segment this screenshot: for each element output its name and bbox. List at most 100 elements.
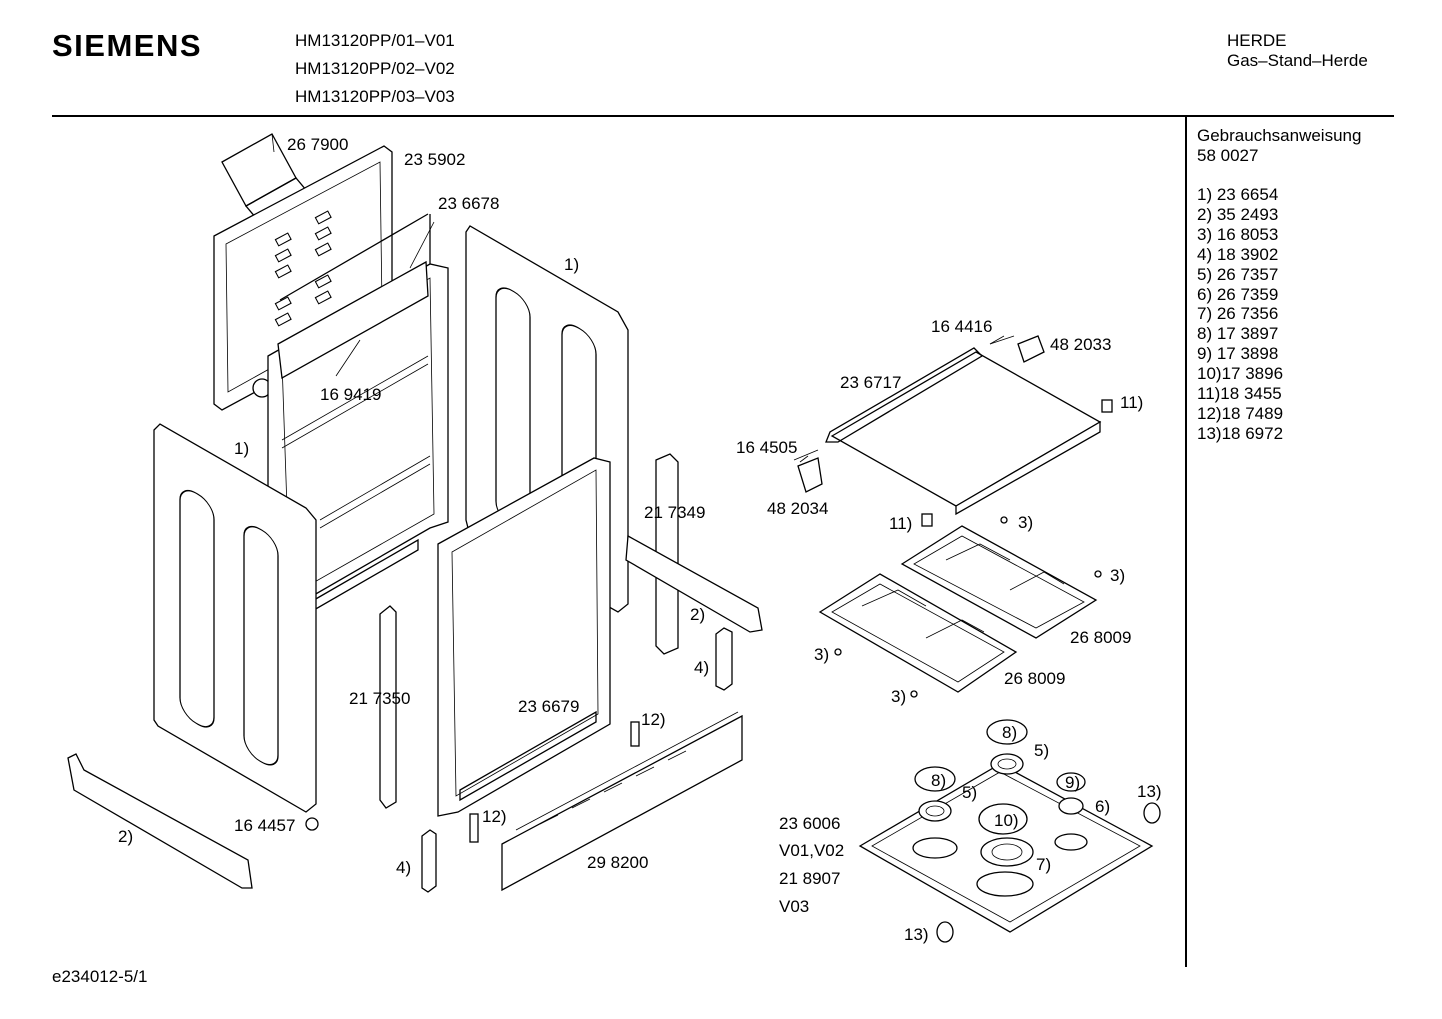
callout-label: 6) (1095, 797, 1110, 816)
callout-label: 11) (1120, 393, 1143, 412)
callout-label: 23 6717 (840, 373, 901, 392)
hinge-right-part (989, 335, 1045, 363)
manual-number: 58 0027 (1197, 146, 1259, 165)
brand-logo: SIEMENS (52, 28, 203, 63)
callout-label: 21 7350 (349, 689, 410, 708)
parts-list-item: 10)17 3896 (1197, 364, 1284, 384)
callout-label: 13) (1137, 782, 1162, 801)
vent-cover-part (221, 133, 308, 219)
callout-label: 4) (694, 658, 709, 677)
leader-lines (335, 221, 1005, 463)
callout-label: 48 2033 (1050, 335, 1111, 354)
parts-list-item: 6) 26 7359 (1197, 284, 1279, 304)
parts-list-item: 1) 23 6654 (1197, 185, 1279, 204)
left-side-panel-part (153, 423, 317, 813)
hinge-left-part (793, 449, 823, 493)
parts-list-item: 2) 35 2493 (1197, 204, 1279, 224)
callout-label: V01,V02 (779, 841, 844, 860)
callout-label: 16 9419 (320, 385, 381, 404)
parts-list-item: 7) 26 7356 (1197, 304, 1279, 324)
pan-support-front-part (818, 573, 1018, 693)
bracket-bottom-part (421, 829, 437, 893)
grommet-part (1094, 570, 1102, 578)
model-number-2: HM13120PP/02–V02 (295, 59, 455, 78)
ring-part (1143, 802, 1161, 824)
callout-label: 12) (641, 710, 666, 729)
callout-label: 4) (396, 858, 411, 877)
callout-label: 26 8009 (1070, 628, 1131, 647)
grommet-part (834, 648, 842, 656)
callout-label: 12) (482, 807, 507, 826)
parts-list: 1) 23 6654 2) 35 2493 3) 16 8053 4) 18 3… (1197, 185, 1283, 444)
category-subtitle: Gas–Stand–Herde (1227, 51, 1368, 70)
callout-label: V03 (779, 897, 809, 916)
callout-label: 13) (904, 925, 929, 944)
pan-support-back-part (900, 525, 1098, 639)
ring-part (936, 921, 954, 943)
parts-list-item: 12)18 7489 (1197, 403, 1284, 423)
callout-label: 16 4505 (736, 438, 797, 457)
callout-label: 9) (1065, 773, 1080, 792)
cooktop-lid-part (825, 347, 1102, 516)
burner-medium-back-part (986, 719, 1028, 775)
header-divider (52, 115, 1394, 117)
sidebar-divider (1185, 117, 1187, 967)
rubber-foot-right-part (1101, 399, 1113, 413)
callout-label: 2) (118, 827, 133, 846)
callout-label: 10) (994, 811, 1019, 830)
bracket-right-part (715, 627, 733, 691)
rail-right-part (625, 453, 763, 655)
callout-label: 1) (564, 255, 579, 274)
callout-label: 3) (1018, 513, 1033, 532)
callout-label: 23 6006 (779, 814, 840, 833)
callout-label: 23 6678 (438, 194, 499, 213)
callout-label: 5) (1034, 741, 1049, 760)
model-number-1: HM13120PP/01–V01 (295, 31, 455, 50)
callout-label: 26 8009 (1004, 669, 1065, 688)
burner-large-part (976, 803, 1034, 897)
callout-label: 26 7900 (287, 135, 348, 154)
callout-label: 8) (931, 771, 946, 790)
manual-label: Gebrauchsanweisung (1197, 126, 1362, 145)
drawing-code: e234012-5/1 (52, 967, 148, 986)
callout-label: 23 5902 (404, 150, 465, 169)
callout-label: 16 4457 (234, 816, 295, 835)
parts-list-item: 13)18 6972 (1197, 423, 1284, 443)
category-title: HERDE (1227, 31, 1287, 50)
burner-small-part (1054, 772, 1088, 851)
callout-label: 48 2034 (767, 499, 828, 518)
rubber-foot-left-part (921, 513, 933, 527)
parts-list-item: 5) 26 7357 (1197, 264, 1279, 284)
model-number-3: HM13120PP/03–V03 (295, 87, 455, 106)
callout-label: 11) (889, 514, 912, 533)
parts-list-item: 3) 16 8053 (1197, 224, 1279, 244)
callout-label: 23 6679 (518, 697, 579, 716)
parts-list-item: 11)18 3455 (1197, 384, 1282, 404)
callout-label: 5) (962, 783, 977, 802)
parts-list-item: 4) 18 3902 (1197, 244, 1279, 264)
callout-label: 3) (814, 645, 829, 664)
callout-label: 3) (1110, 566, 1125, 585)
callout-label: 1) (234, 439, 249, 458)
grommet-part (910, 690, 918, 698)
burner-medium-left-part (912, 766, 958, 859)
parts-list-item: 9) 17 3898 (1197, 344, 1279, 364)
grommet-part (1000, 516, 1008, 524)
rail-bottom-left-part (67, 753, 253, 889)
rail-left-part (379, 605, 397, 809)
callout-label: 8) (1002, 723, 1017, 742)
front-frame-part (437, 457, 611, 817)
screw-part (305, 817, 319, 831)
callout-label: 7) (1036, 855, 1051, 874)
kick-plate-part (501, 711, 743, 892)
callout-label: 21 7349 (644, 503, 705, 522)
callout-label: 29 8200 (587, 853, 648, 872)
parts-list-item: 8) 17 3897 (1197, 324, 1279, 344)
callout-label: 16 4416 (931, 317, 992, 336)
clip-top-part (630, 721, 640, 747)
callout-label: 21 8907 (779, 869, 840, 888)
callout-label: 3) (891, 687, 906, 706)
callout-label: 2) (690, 605, 705, 624)
